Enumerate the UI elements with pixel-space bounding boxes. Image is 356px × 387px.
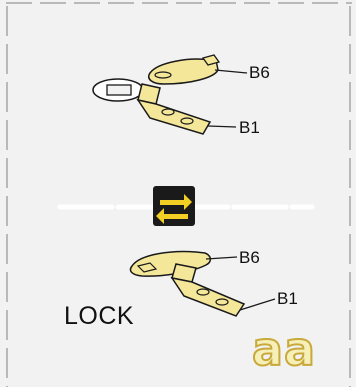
- top-b6-tab: [201, 54, 221, 66]
- bottom-b1-hole-2: [215, 298, 229, 306]
- top-b1-hole-1: [161, 108, 175, 116]
- brand-logo: aa: [251, 322, 317, 376]
- bottom-b6-label: B6: [239, 248, 260, 267]
- swap-arrows-icon: [153, 186, 195, 226]
- top-b1-plate: [136, 98, 212, 135]
- top-b6-leader: [214, 69, 248, 74]
- bottom-b6-plate: [129, 250, 212, 277]
- lock-state-label: LOCK: [64, 302, 135, 330]
- top-b6-hole: [154, 71, 172, 79]
- bottom-b1-hole-1: [196, 288, 210, 296]
- bottom-b1-label: B1: [277, 289, 298, 308]
- top-b1-label: B1: [239, 118, 260, 137]
- bottom-b6-leader: [205, 256, 238, 260]
- top-b1-leader: [207, 125, 237, 128]
- top-b1-hole-2: [180, 117, 194, 125]
- top-assembly: B6 B1: [92, 54, 270, 137]
- bottom-assembly: B6 B1: [129, 248, 298, 317]
- bottom-b6-tab: [136, 262, 158, 273]
- top-b6-label: B6: [249, 63, 270, 82]
- ring-square-hole: [106, 84, 132, 96]
- bottom-b1-plate: [170, 276, 246, 317]
- bottom-b1-leader: [239, 298, 276, 311]
